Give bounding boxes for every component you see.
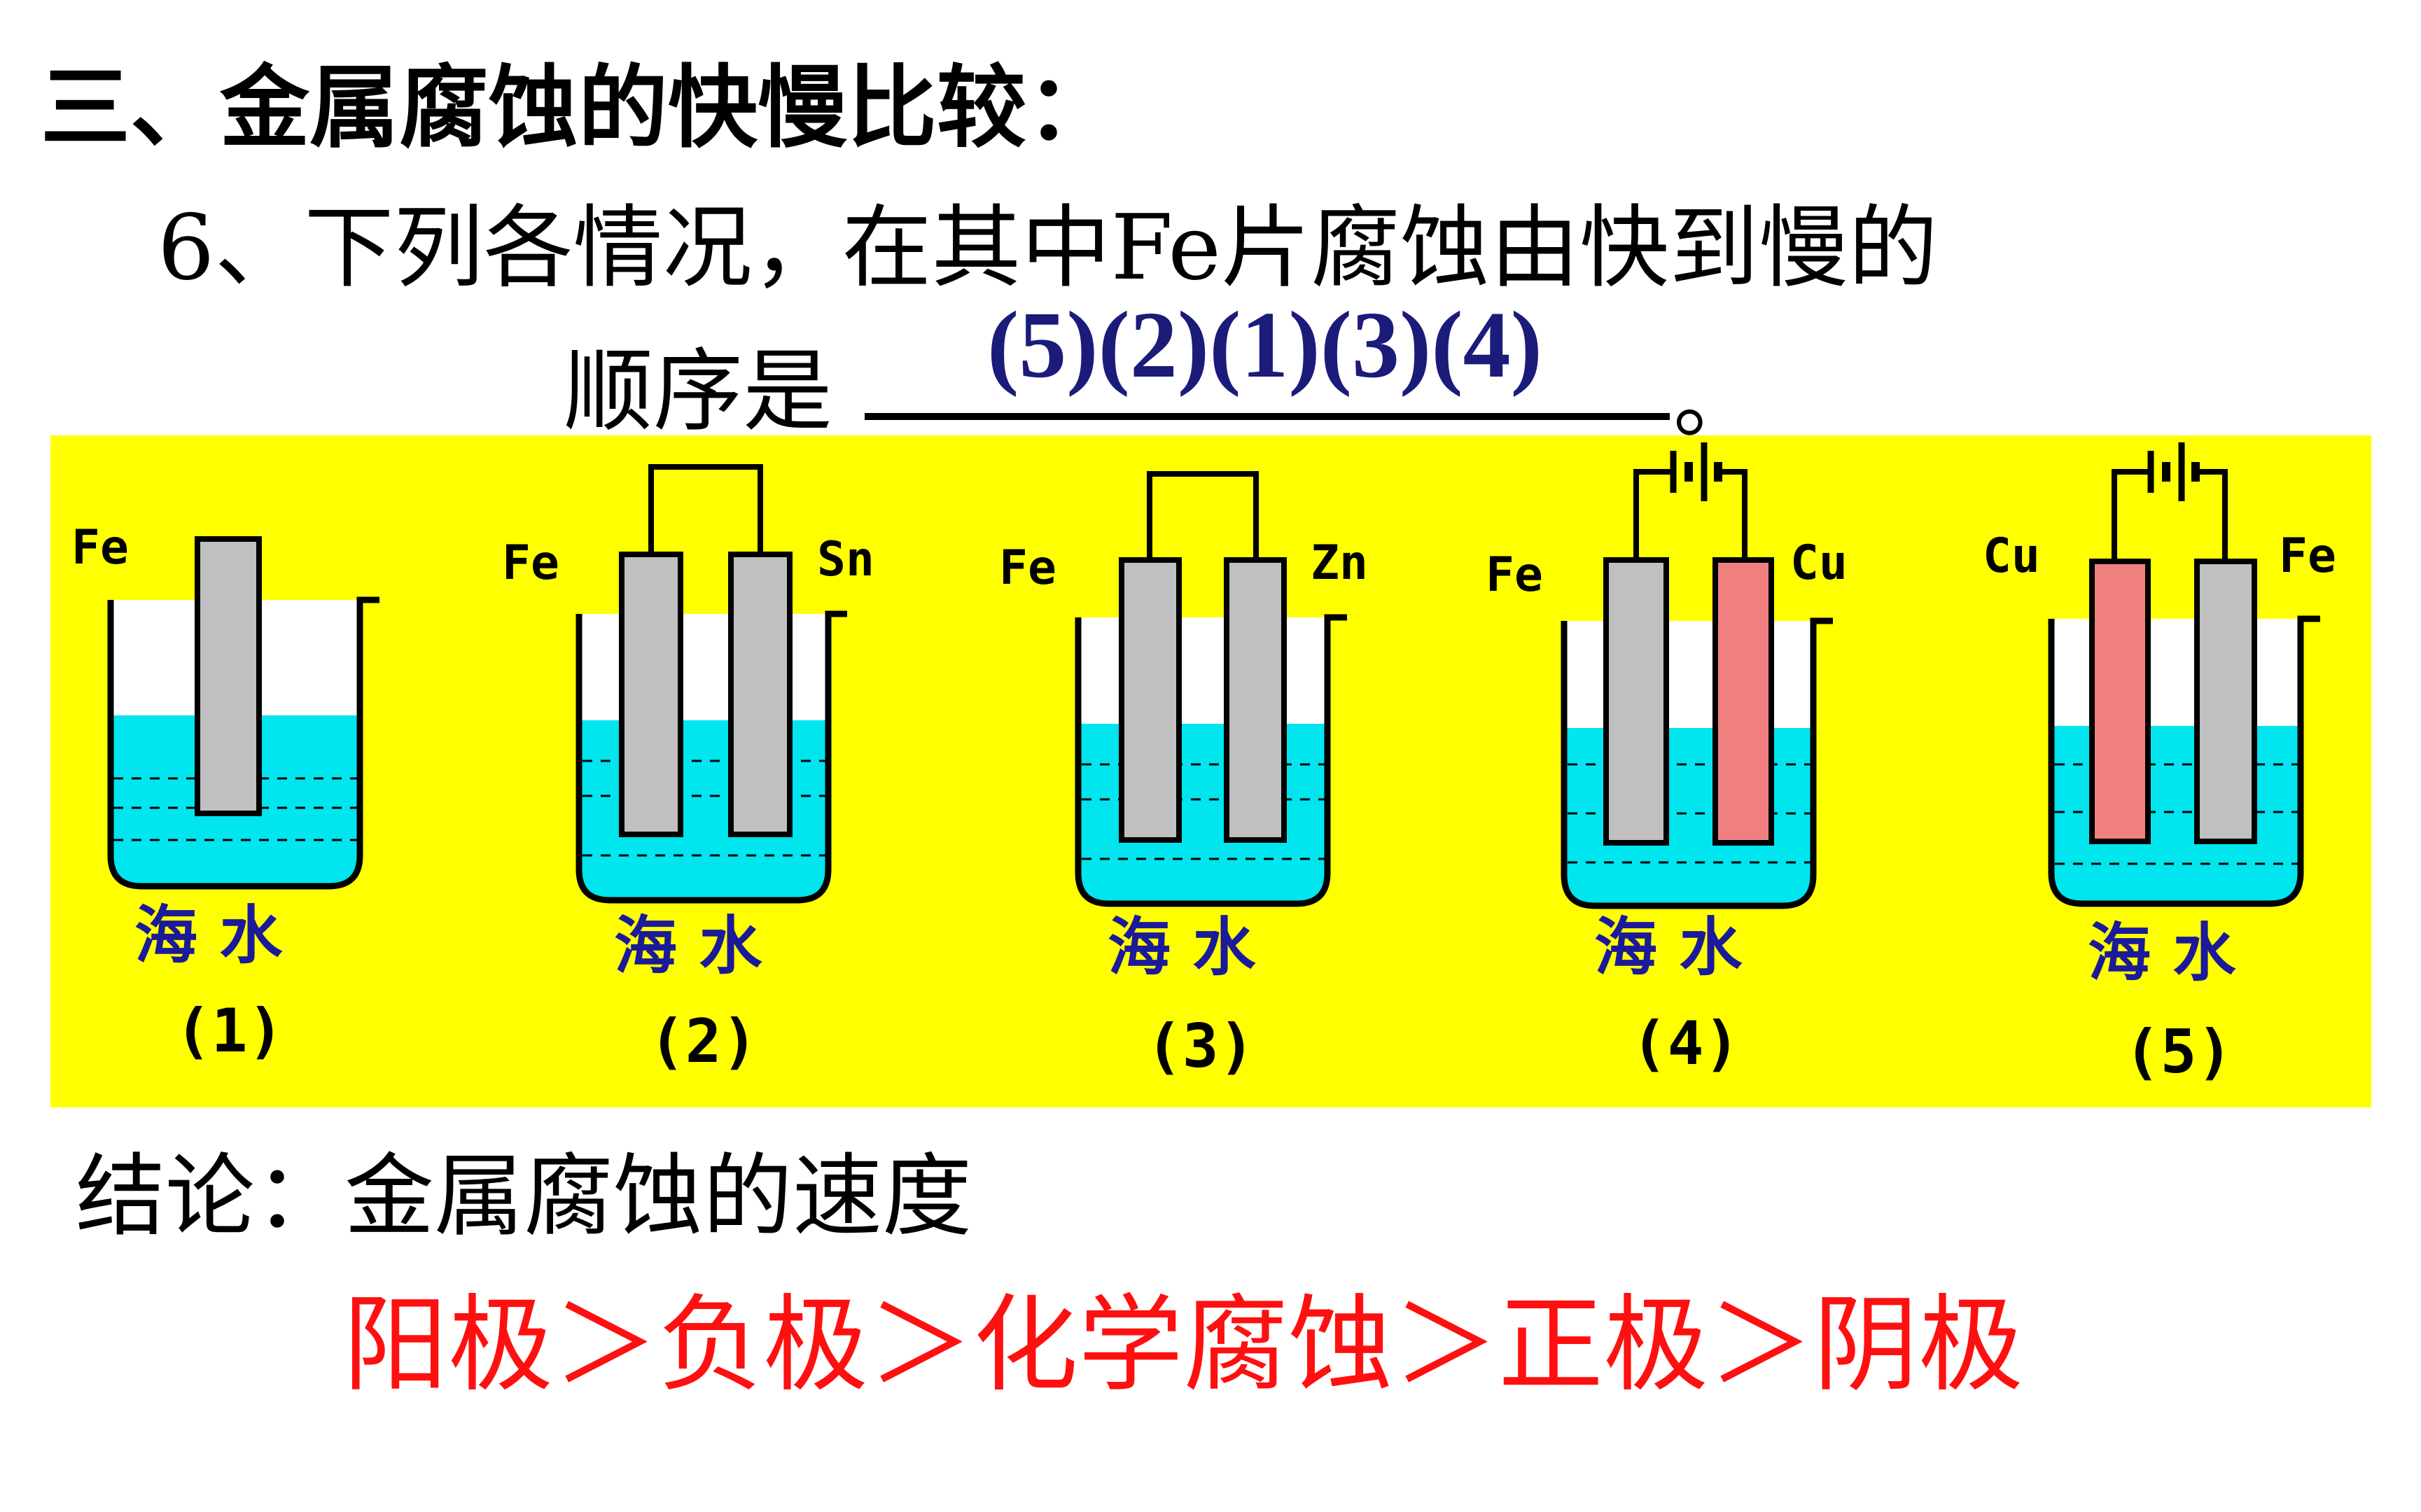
- beaker: [1075, 614, 1347, 907]
- seawater: [2051, 726, 2301, 904]
- electrode-label: Cu: [1790, 536, 1848, 591]
- fe-electrode: [2194, 559, 2257, 844]
- question-period: 。: [1673, 353, 1757, 450]
- setup-number: (4): [1631, 1009, 1740, 1079]
- electrode-label: Fe: [2279, 528, 2336, 584]
- electrode-label: Sn: [817, 532, 874, 587]
- electrode-label: Fe: [71, 520, 129, 575]
- wire: [1147, 471, 1259, 560]
- battery-circuit: [2112, 442, 2228, 561]
- electrode-label: Zn: [1311, 536, 1368, 591]
- sn-electrode: [728, 552, 793, 837]
- seawater-label: 海 水: [1594, 911, 1743, 984]
- electrode-label: Fe: [502, 536, 559, 591]
- wire: [648, 464, 763, 554]
- beaker: [1561, 617, 1833, 909]
- beaker: [107, 596, 379, 890]
- setup-1: Fe 海 水 (1): [71, 520, 379, 1066]
- battery-circuit: [1633, 442, 1747, 560]
- beaker: [575, 610, 847, 904]
- corrosion-diagram: Fe 海 水 (1) Fe Sn 海 水 (2): [50, 435, 2371, 1107]
- seawater-label: 海 水: [614, 909, 762, 983]
- fe-electrode: [1119, 557, 1182, 843]
- electrode-label: Cu: [1983, 528, 2040, 584]
- seawater-label: 海 水: [134, 899, 283, 972]
- setup-number: (5): [2124, 1017, 2233, 1087]
- beaker: [2048, 615, 2320, 907]
- setup-4: Fe Cu 海 水 (4): [1486, 442, 1848, 1079]
- conclusion-text: 结论：金属腐蚀的速度: [76, 1144, 972, 1249]
- fe-electrode: [619, 552, 683, 837]
- seawater-label: 海 水: [1108, 911, 1256, 984]
- zn-electrode: [1224, 557, 1287, 843]
- fe-electrode: [195, 536, 262, 816]
- question-line-1: 6、下列各情况，在其中Fe片腐蚀由快到慢的: [158, 196, 1939, 300]
- seawater: [1078, 724, 1327, 904]
- seawater: [1564, 728, 1813, 906]
- setup-number: (2): [649, 1007, 758, 1077]
- fe-electrode: [1603, 557, 1669, 846]
- corrosion-rate-rule: 阳极＞负极＞化学腐蚀＞正极＞阴极: [343, 1284, 2024, 1406]
- setup-number: (3): [1146, 1011, 1255, 1082]
- setup-5: Cu Fe 海 水 (5): [1983, 442, 2336, 1087]
- electrode-label: Fe: [1486, 547, 1543, 603]
- seawater-label: 海 水: [2088, 916, 2236, 990]
- question-line-2: 顺序是: [564, 340, 833, 444]
- setup-number: (1): [175, 996, 284, 1066]
- answer-blank: [865, 413, 1670, 420]
- electrode-label: Fe: [999, 540, 1056, 596]
- cu-electrode: [2089, 559, 2151, 844]
- cu-electrode: [1712, 557, 1774, 846]
- section-heading: 三、金属腐蚀的快慢比较：: [41, 56, 1117, 160]
- answer-text: (5)(2)(1)(3)(4): [987, 293, 1542, 398]
- setup-2: Fe Sn 海 水 (2): [502, 464, 874, 1077]
- setup-3: Fe Zn 海 水 (3): [999, 471, 1368, 1082]
